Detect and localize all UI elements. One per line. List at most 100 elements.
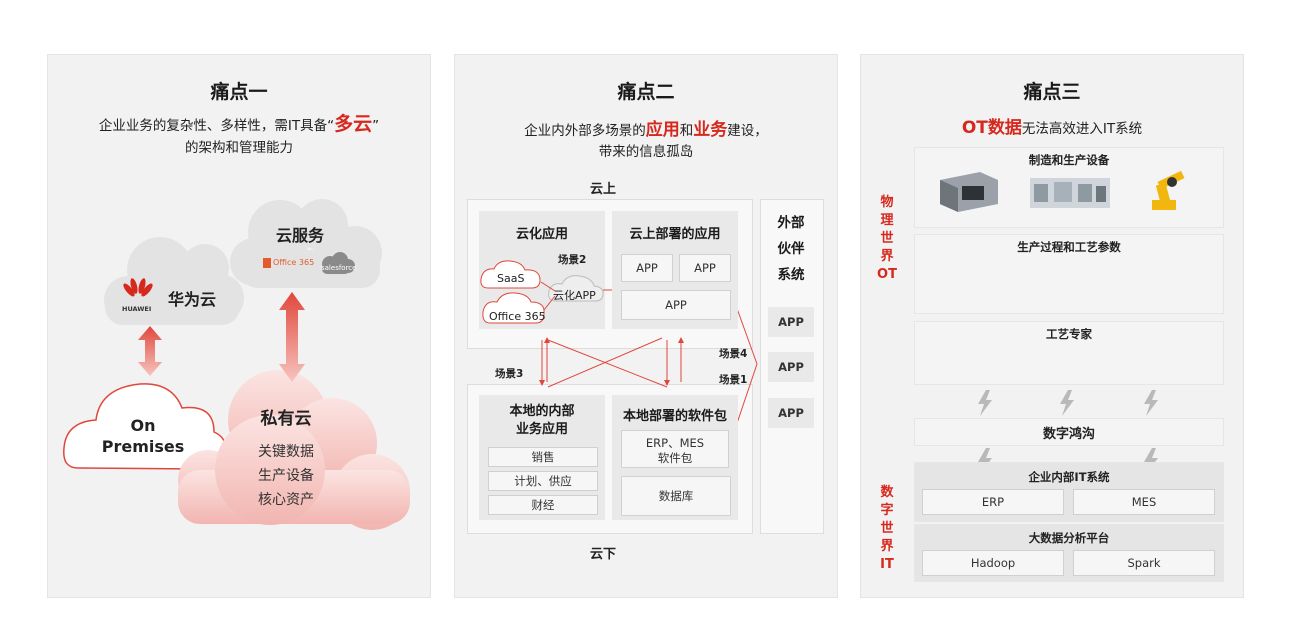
on-premises-label: On Premises [93,415,193,457]
cloud-app-label: 云化APP [553,289,596,302]
partner-app-box: APP [768,352,814,382]
cloud-down-label: 云下 [590,547,617,562]
cloudified-apps-title: 云化应用 [515,227,568,242]
panel-subtitle-line2: 的架构和管理能力 [185,140,293,156]
partners-title-line: 外部 [777,215,805,231]
local-pkg-title: 本地部署的软件包 [622,409,727,424]
cloud-up-label: 云上 [590,182,617,197]
private-cloud-items: 关键数据 生产设备 核心资产 [251,440,321,512]
scene3-label: 场景3 [495,368,524,380]
local-biz-title-line: 业务应用 [515,422,568,437]
partners-title: 外部 伙伴 系统 [760,210,822,288]
on-premises-line1: On [130,416,156,435]
process-params-row: 生产过程和工艺参数 [914,234,1224,314]
process-params-title: 生产过程和工艺参数 [1017,240,1121,254]
partner-app-box: APP [768,398,814,428]
lightning-icons [978,390,1158,474]
private-cloud-item: 生产设备 [258,468,314,484]
partners-title-line: 伙伴 [777,241,805,257]
panel-subtitle: 企业内外部多场景的应用和业务建设， [455,119,837,142]
digital-gap-row: 数字鸿沟 [914,418,1224,446]
cloudservice-private-arrow [279,292,305,382]
private-cloud-shape [178,370,410,530]
huawei-logo-icon [123,278,153,297]
label-char: 字 [880,503,894,518]
scene1-label: 场景1 [719,374,748,386]
huawei-logo-text: HUAWEI [122,305,152,313]
app-box: APP [621,290,731,320]
partner-app-box: APP [768,307,814,337]
mes-box: MES [1073,489,1215,515]
subtitle-text: 无法高效进入IT系统 [1021,121,1143,137]
office-cloud-shape [482,292,545,324]
office365-label: Office 365 [489,310,546,323]
bigdata-title: 大数据分析平台 [1028,531,1110,545]
erp-mes-line: ERP、MES [645,436,705,450]
label-char: OT [877,267,897,282]
subtitle-text: 企业业务的复杂性、多样性，需IT具备“ [98,118,335,134]
huawei-onprem-arrow [138,326,162,376]
local-biz-title-line: 本地的内部 [509,404,575,419]
saas-label: SaaS [497,272,525,285]
app-box: APP [679,254,731,282]
database-box: 数据库 [621,476,731,516]
label-char: 世 [880,231,894,246]
production-line-icon [1030,178,1110,208]
erp-mes-line: 软件包 [657,451,693,465]
subtitle-highlight-app: 应用 [645,120,680,140]
cloud-service-title: 云服务 [275,226,324,245]
cloud-deployed-title: 云上部署的应用 [629,227,721,242]
label-char: IT [880,557,894,572]
subtitle-highlight: 多云 [334,113,373,135]
app-box: APP [621,254,673,282]
label-char: 界 [880,539,894,554]
office365-logo-text: Office 365 [273,258,315,267]
private-cloud-item: 核心资产 [258,492,314,508]
scene2-label: 场景2 [558,254,587,266]
subtitle-highlight: OT数据 [961,118,1022,138]
panel-subtitle: 企业业务的复杂性、多样性，需IT具备“多云” [48,113,430,137]
biz-item: 销售 [488,447,598,467]
physical-world-label: 物 理 世 界 OT [876,194,898,284]
label-char: 数 [880,485,894,500]
huawei-cloud-title: 华为云 [167,290,216,309]
cloud-service-cloud [230,199,382,288]
experts-title: 工艺专家 [1046,327,1092,341]
scene4-label: 场景4 [719,348,748,360]
panel-title: 痛点一 [210,81,268,103]
spark-box: Spark [1073,550,1215,576]
panel-title: 痛点三 [1023,81,1081,103]
on-premises-line2: Premises [101,437,185,456]
cnc-machine-icon [940,172,998,212]
salesforce-logo-icon [322,252,355,274]
robot-arm-icon [1152,170,1185,210]
scene-connectors [540,281,758,445]
panel-subtitle-line2: 带来的信息孤岛 [598,144,694,160]
erp-mes-box: ERP、MES 软件包 [621,430,729,468]
private-cloud-item: 关键数据 [258,444,314,460]
panel-title: 痛点二 [617,81,675,103]
office365-logo-icon [263,258,271,268]
partners-title-line: 系统 [777,267,805,283]
digital-gap-title: 数字鸿沟 [1042,427,1095,442]
label-char: 世 [880,521,894,536]
biz-item: 财经 [488,495,598,515]
private-cloud-title: 私有云 [260,409,312,429]
salesforce-logo-text: salesforce [321,264,357,272]
digital-world-label: 数 字 世 界 IT [876,484,898,574]
erp-box: ERP [922,489,1064,515]
subtitle-text-mid: 和 [679,123,694,139]
cloud-app-cloud-shape [548,275,604,302]
biz-item: 计划、供应 [488,471,598,491]
local-biz-title: 本地的内部 业务应用 [479,403,605,439]
label-char: 界 [880,249,894,264]
subtitle-text-end: ” [372,118,380,134]
panel-subtitle: OT数据无法高效进入IT系统 [861,117,1243,140]
hadoop-box: Hadoop [922,550,1064,576]
subtitle-text-end: 建设， [727,123,768,139]
label-char: 理 [880,213,894,228]
subtitle-text: 企业内外部多场景的 [524,123,646,139]
label-char: 物 [880,195,894,210]
